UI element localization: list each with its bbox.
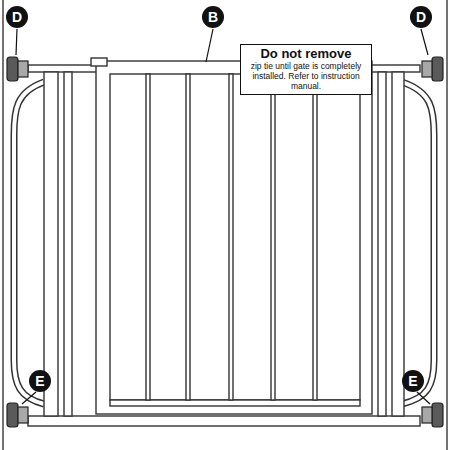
callout-letter: E bbox=[402, 370, 424, 392]
leader-lines bbox=[16, 29, 430, 404]
pressure-spindles bbox=[7, 57, 443, 427]
sign-heading: Do not remove bbox=[244, 47, 368, 61]
callout-letter: E bbox=[29, 370, 51, 392]
callout-letter: B bbox=[202, 6, 224, 28]
callout-letter: D bbox=[6, 6, 28, 28]
sign-note: zip tie until gate is completely install… bbox=[244, 61, 368, 91]
walls bbox=[3, 0, 447, 450]
callout-letter: D bbox=[410, 6, 432, 28]
gate-frame bbox=[28, 58, 420, 426]
warning-sign: Do not removezip tie until gate is compl… bbox=[240, 44, 372, 95]
